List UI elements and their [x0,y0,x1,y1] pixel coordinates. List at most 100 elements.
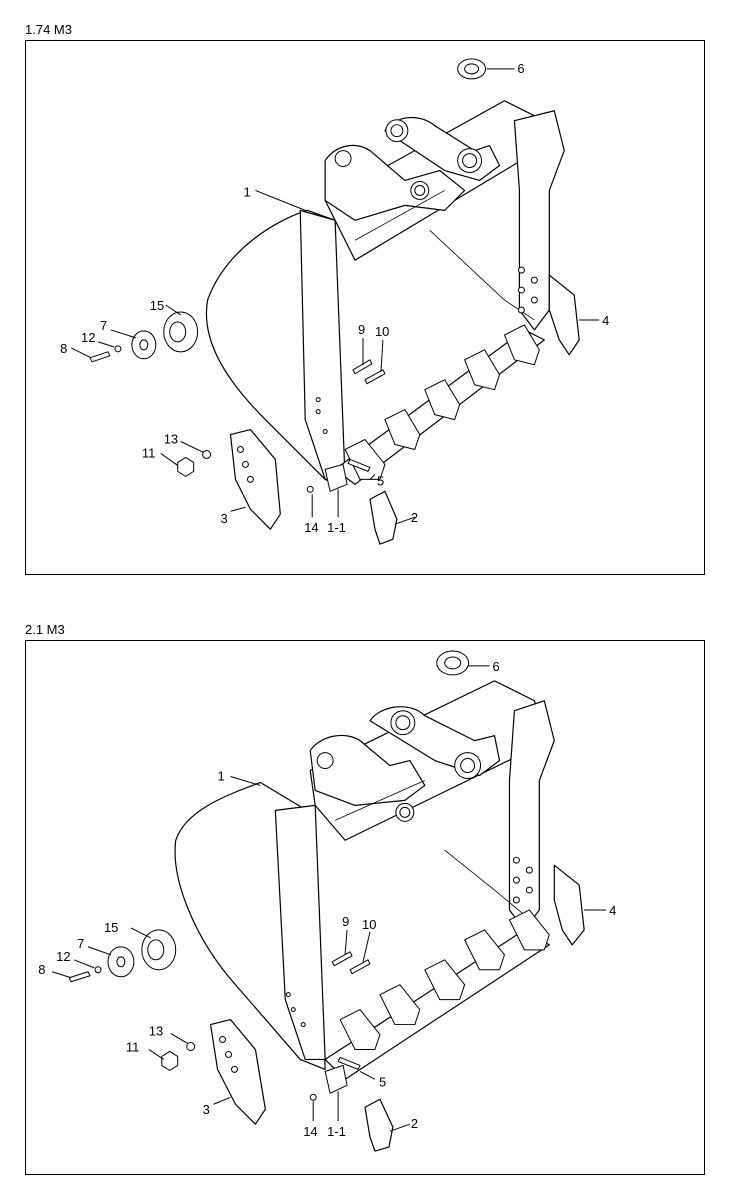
bolt-hole [512,876,520,884]
leader-5 [359,1070,376,1080]
leader-10 [362,931,371,962]
leader-13 [180,441,204,453]
callout-1-1: 1-1 [327,520,346,535]
bolt-hole [285,992,291,998]
pin-hole-2 [462,153,478,169]
side-cutter-hole [231,1065,238,1073]
callout-14: 14 [304,520,318,535]
leader-8 [70,347,92,359]
leader-2 [394,516,415,525]
tooth-2 [384,409,421,450]
tooth-1 [344,439,386,480]
tooth-5 [503,324,540,366]
callout-8: 8 [60,341,67,356]
bolt-8 [89,351,111,363]
callout-6: 6 [493,659,500,674]
callout-3: 3 [221,511,228,526]
leader-11 [160,453,178,466]
callout-15: 15 [104,920,118,935]
bucket-inner-line [334,780,425,821]
side-cutter-4 [548,274,580,356]
bolt-10 [349,959,371,975]
bolt-hole [530,276,538,284]
bucket-inner-line [354,190,445,241]
adapter-1-1 [324,1064,348,1094]
side-cutter-hole [225,1050,232,1058]
nut-11 [161,1050,179,1071]
side-cutter-3 [229,428,281,530]
leader-12 [73,959,95,969]
leader-3 [230,506,246,512]
callout-9: 9 [342,914,349,929]
panel-title-1: 1.74 M3 [25,22,72,37]
callout-4: 4 [602,313,609,328]
panel-title-2: 2.1 M3 [25,622,65,637]
bolt-hole [300,1022,306,1028]
side-cutter-hole [241,460,249,468]
washer-13 [202,449,212,459]
callout-12: 12 [56,949,70,964]
nut-11 [177,456,195,477]
tooth-1 [339,1009,381,1050]
washer-12 [114,345,122,353]
pin-hole-2 [460,758,476,774]
spring-15-inner [169,321,187,343]
pin-5 [347,458,371,472]
bucket-mount-lug-left [309,734,426,806]
leader-5 [369,474,376,480]
washer-13 [186,1041,196,1051]
bolt-hole [530,296,538,304]
bolt-hole [517,306,525,314]
washer-7-hole [139,339,149,351]
callout-7: 7 [100,318,107,333]
callout-11: 11 [142,445,155,460]
bolt-hole [512,896,520,904]
callout-13: 13 [164,431,178,446]
callout-2: 2 [411,1116,418,1131]
leader-13 [170,1033,188,1044]
callout-1: 1 [243,184,250,199]
side-cutter-hole [246,475,254,483]
leader-8 [52,971,72,979]
tooth-3 [424,379,461,421]
callout-10: 10 [375,324,389,339]
bucket-rear-plate [508,700,555,931]
leader-11 [148,1049,165,1060]
leader-7 [87,946,112,956]
leader-3 [213,1096,231,1105]
bucket-exploded-view-1: 6 1 4 15 7 12 8 9 10 13 11 3 5 2 14 1-1 [60,58,609,545]
leader-1 [255,189,306,211]
callout-15: 15 [150,298,164,313]
bucket-mount-lug-left [324,144,466,221]
pin-hole-3 [414,184,426,196]
pin-boss-4 [334,150,352,168]
bolt-9 [352,359,373,375]
tooth-2 [379,984,421,1026]
washer-7-hole [116,956,126,968]
callout-8: 8 [38,962,45,977]
pin-hole-1 [395,715,411,731]
washer-14 [309,1093,317,1101]
side-cutter-hole [219,1036,227,1043]
bucket-exploded-view-2: 6 1 4 15 7 12 8 9 10 13 11 3 5 2 14 1-1 [38,650,616,1152]
leader-15 [130,927,152,939]
bolt-hole [322,429,328,435]
callout-5: 5 [377,473,384,488]
leader-1 [230,776,261,786]
tooth-4 [464,349,500,391]
bolt-9 [331,951,353,967]
callout-2: 2 [411,510,418,525]
leader-2 [389,1123,410,1132]
bolt-hole [525,866,533,874]
tooth-4 [464,929,505,971]
washer-14 [306,485,314,493]
tooth-point-2 [364,1098,394,1152]
bolt-hole [315,397,321,403]
callout-9: 9 [358,322,365,337]
callout-3: 3 [203,1102,210,1117]
bolt-8 [68,971,91,983]
callout-1-1: 1-1 [327,1124,346,1139]
bucket-floor-line [444,849,525,916]
pin-hole-1 [390,124,404,138]
bolt-hole [517,286,525,294]
